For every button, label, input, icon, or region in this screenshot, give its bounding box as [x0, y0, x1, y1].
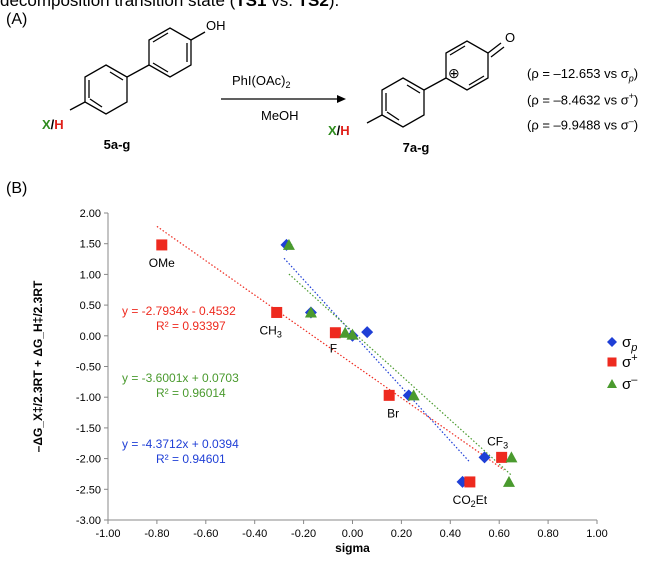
panel-a-label: (A)	[6, 11, 28, 28]
caption-top-line: decomposition transition state (TS1 vs. …	[0, 0, 339, 11]
product-substituent: X/H	[328, 123, 350, 138]
point-label: CF3	[487, 434, 508, 450]
point-sigma-minus	[304, 306, 317, 318]
reaction-scheme: OH X/H 5a-g PhI(OAc)2 MeOH O ⊕ X/	[0, 0, 669, 205]
reaction-scheme-svg: OH X/H 5a-g PhI(OAc)2 MeOH O ⊕ X/	[42, 18, 515, 155]
legend-label: σ–	[622, 374, 638, 393]
point-sigma-p	[478, 451, 491, 464]
x-tick-label: -0.60	[193, 528, 218, 540]
y-tick-label: 0.50	[80, 300, 101, 312]
x-tick-label: 0.80	[537, 528, 558, 540]
x-tick-label: -0.40	[242, 528, 267, 540]
legend-marker-sigma-p	[607, 337, 617, 347]
x-tick-label: -1.00	[95, 528, 120, 540]
x-tick-label: -0.20	[291, 528, 316, 540]
x-tick-label: 1.00	[586, 528, 607, 540]
point-sigma-minus	[407, 389, 420, 401]
y-tick-label: -1.00	[76, 392, 101, 404]
x-tick-label: 0.00	[342, 528, 363, 540]
y-tick-label: -3.00	[76, 515, 101, 527]
fit-r2: R² = 0.96014	[156, 386, 226, 400]
legend-label: σp	[622, 334, 637, 354]
x-tick-label: 0.60	[488, 528, 509, 540]
point-sigma-minus	[346, 328, 359, 340]
product-o-label: O	[505, 30, 515, 45]
point-label: OMe	[149, 256, 175, 270]
point-sigma-minus	[502, 475, 515, 487]
reactant-structure	[69, 27, 206, 115]
x-tick-label: 0.20	[391, 528, 412, 540]
reactant-label: 5a-g	[104, 137, 131, 152]
fit-equation: y = -4.3712x + 0.0394	[122, 437, 239, 451]
x-tick-label: -0.80	[144, 528, 169, 540]
rho-line-sigma-p: (ρ = –12.653 vs σp)	[527, 66, 639, 84]
trendline-2	[288, 273, 512, 476]
y-tick-label: -0.50	[76, 362, 101, 374]
point-sigma-p	[361, 326, 374, 339]
legend-marker-sigma-minus	[607, 379, 617, 388]
y-tick-label: -1.50	[76, 423, 101, 435]
y-tick-label: 2.00	[80, 208, 101, 220]
x-axis-label: sigma	[335, 541, 370, 555]
y-axis-label: –ΔG_X‡/2.3RT + ΔG_H‡/2.3RT	[31, 280, 45, 452]
point-sigma-plus	[271, 306, 283, 318]
legend-marker-sigma-plus	[607, 357, 617, 367]
caption-text-start: decomposition transition state (	[0, 0, 236, 10]
hammett-chart: 2.00 1.50 1.00 0.50 0.00 -0.50 -1.00 -1.50 -2.00…	[31, 208, 638, 555]
fit-equation: y = -2.7934x - 0.4532	[122, 304, 236, 318]
point-label: F	[330, 342, 337, 356]
solvent-label: MeOH	[261, 108, 299, 123]
reagent-label: PhI(OAc)2	[232, 73, 290, 90]
point-sigma-minus	[282, 238, 295, 250]
point-label: CH3	[260, 323, 282, 339]
fit-equation: y = -3.6001x + 0.0703	[122, 371, 239, 385]
product-structure	[366, 40, 505, 128]
point-sigma-plus	[496, 451, 508, 463]
point-sigma-plus	[329, 327, 341, 339]
y-tick-label: -2.00	[76, 454, 101, 466]
y-tick-label: 1.50	[80, 239, 101, 251]
product-label: 7a-g	[403, 140, 430, 155]
caption-ts2: TS2	[297, 0, 329, 10]
point-sigma-plus	[464, 476, 476, 488]
rho-line-sigma-plus: (ρ = –8.4632 vs σ+)	[527, 91, 639, 108]
point-label: Br	[387, 406, 399, 420]
trendline-1	[156, 225, 505, 471]
arrow-head-icon	[337, 95, 346, 103]
fit-r2: R² = 0.94601	[156, 452, 226, 466]
point-label: CO2Et	[453, 493, 488, 509]
point-sigma-plus	[383, 389, 395, 401]
point-sigma-minus	[339, 326, 352, 338]
caption-text-end: ).	[328, 0, 340, 10]
oh-label: OH	[206, 18, 226, 33]
point-sigma-minus	[505, 451, 518, 463]
point-sigma-plus	[156, 239, 168, 251]
caption-vs: vs.	[266, 0, 298, 10]
y-tick-label: -2.50	[76, 484, 101, 496]
trendline-0	[283, 257, 471, 463]
y-tick-label: 0.00	[80, 331, 101, 343]
panel-b-label: (B)	[6, 180, 28, 197]
fit-r2: R² = 0.93397	[156, 319, 226, 333]
caption-ts1: TS1	[235, 0, 267, 10]
rho-line-sigma-minus: (ρ = –9.9488 vs σ–)	[527, 116, 639, 133]
x-tick-label: 0.40	[440, 528, 461, 540]
y-tick-label: 1.00	[80, 269, 101, 281]
legend-label: σ+	[622, 352, 638, 371]
cation-plus-icon: ⊕	[448, 65, 460, 81]
reactant-substituent: X/H	[42, 117, 64, 132]
